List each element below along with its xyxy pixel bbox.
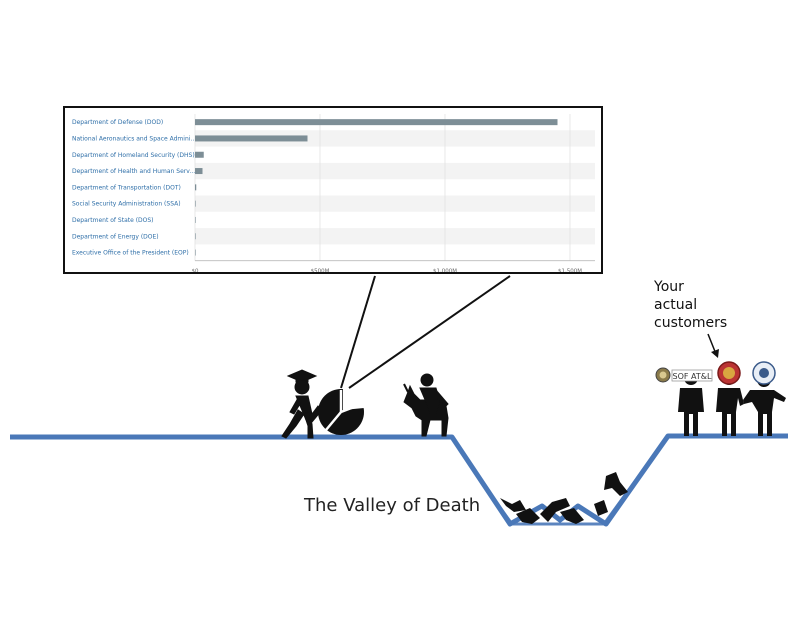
unicorn-rider-icon	[404, 374, 448, 436]
seal-sof-label: SOF AT&L	[673, 372, 712, 381]
callout-pointer-left	[341, 276, 375, 388]
graduate-figure-icon	[282, 370, 322, 438]
customers-label-line: Your	[654, 278, 727, 296]
seal-marine-icon	[718, 362, 740, 384]
arrow-icon	[708, 334, 719, 358]
callout-pointer-right	[349, 276, 510, 388]
valley-ground-line-inner	[452, 436, 668, 524]
pie-chart-icon	[318, 388, 364, 435]
customers-label-line: customers	[654, 314, 727, 332]
valley-caption: The Valley of Death	[304, 495, 480, 516]
customers-label: Your actual customers	[654, 278, 727, 332]
seal-dhs-icon	[753, 362, 775, 384]
customers-label-line: actual	[654, 296, 727, 314]
